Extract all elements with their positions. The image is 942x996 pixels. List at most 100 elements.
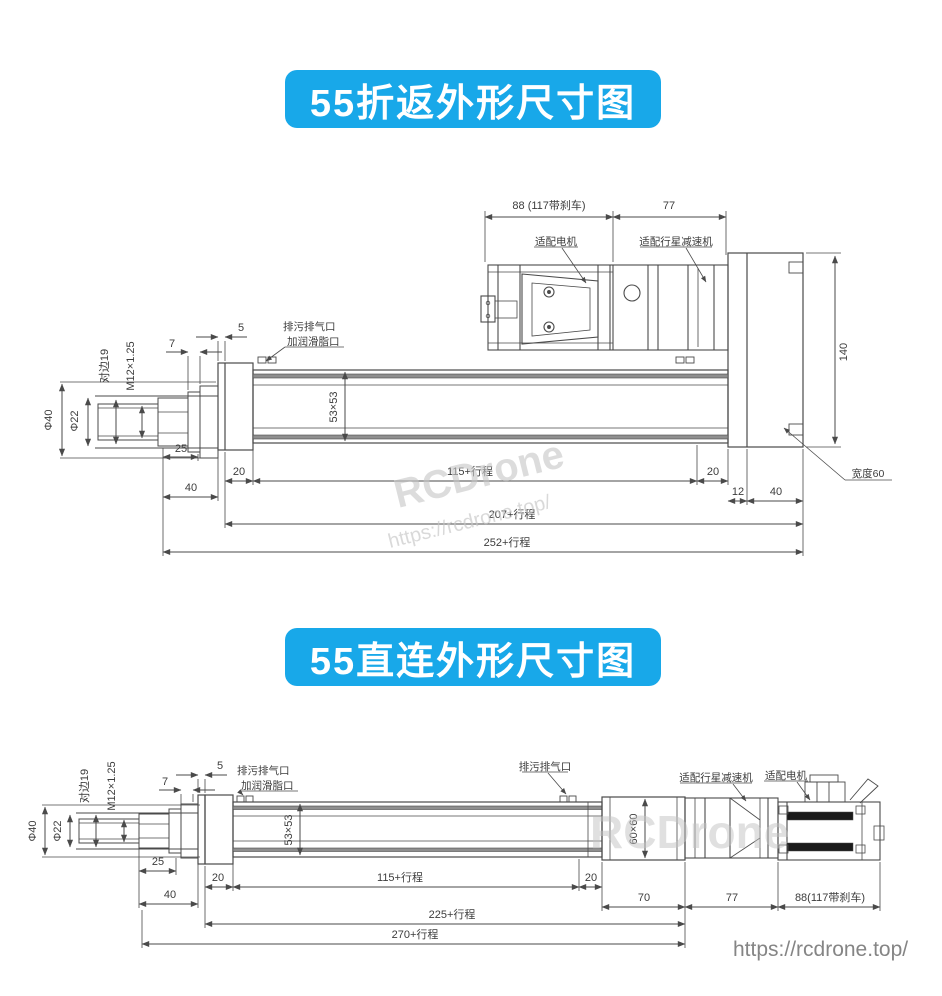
svg-text:宽度60: 宽度60 — [852, 467, 885, 480]
dc-dim-stroke: 115+行程 — [232, 859, 580, 891]
dc-dim-7: 7 — [159, 776, 215, 807]
dc-reducer — [684, 797, 779, 859]
dc-dim-mid-total: 225+行程 — [204, 908, 686, 928]
svg-text:适配电机: 适配电机 — [765, 769, 807, 782]
svg-text:Φ40: Φ40 — [43, 409, 55, 430]
svg-text:252+行程: 252+行程 — [484, 536, 531, 549]
dc-rod — [42, 803, 200, 859]
fb-dim-section: 53×53 — [328, 371, 349, 442]
dc-callout-reducer: 适配行星减速机 — [679, 771, 753, 802]
svg-text:53×53: 53×53 — [328, 392, 340, 423]
svg-text:RCDrone: RCDrone — [590, 806, 789, 858]
fb-dim-40-left: 40 — [162, 452, 219, 501]
watermark-direct: RCDrone — [590, 806, 789, 858]
svg-text:Φ22: Φ22 — [52, 820, 64, 841]
fb-callout-width60: 宽度60 — [783, 427, 892, 481]
svg-text:53×53: 53×53 — [283, 815, 295, 846]
dc-dim-70: 70 — [601, 862, 686, 928]
svg-text:7: 7 — [169, 338, 175, 350]
svg-text:7: 7 — [162, 776, 168, 788]
svg-text:适配电机: 适配电机 — [535, 235, 577, 248]
dc-dim-20-left: 20 — [204, 859, 234, 928]
svg-text:20: 20 — [707, 466, 719, 478]
svg-text:适配行星减速机: 适配行星减速机 — [639, 235, 713, 248]
fb-dim-stroke: 115+行程 — [252, 445, 698, 485]
fb-dim-12: 12 — [727, 449, 748, 505]
dc-dim-5: 5 — [176, 760, 227, 793]
svg-text:适配行星减速机: 适配行星减速机 — [679, 771, 753, 784]
dc-cylinder — [197, 794, 603, 865]
svg-text:207+行程: 207+行程 — [489, 508, 536, 521]
dc-dim-20-right: 20 — [578, 862, 603, 911]
dc-dim-40: 40 — [138, 864, 199, 908]
fb-rod — [60, 381, 219, 459]
svg-text:加润滑脂口: 加润滑脂口 — [241, 779, 294, 792]
dc-dim-77: 77 — [684, 862, 779, 911]
fb-dim-mid-total: 207+行程 — [224, 505, 804, 556]
svg-text:70: 70 — [638, 892, 650, 904]
dc-callout-ports: 排污排气口 加润滑脂口 — [237, 764, 298, 796]
fb-dim-5: 5 — [196, 322, 247, 361]
dc-dim-88: 88(117带刹车) — [777, 862, 881, 911]
svg-text:77: 77 — [726, 892, 738, 904]
svg-text:225+行程: 225+行程 — [429, 908, 476, 921]
dc-callout-motor: 适配电机 — [764, 769, 811, 801]
svg-text:加润滑脂口: 加润滑脂口 — [287, 335, 340, 348]
svg-text:12: 12 — [732, 486, 744, 498]
dc-callout-vent2: 排污排气口 — [519, 760, 572, 795]
svg-text:40: 40 — [164, 889, 176, 901]
fb-dim-height: 140 — [806, 252, 850, 448]
svg-text:排污排气口: 排污排气口 — [283, 320, 336, 333]
fb-callout-reducer: 适配行星减速机 — [639, 235, 713, 283]
fb-dim-20-left: 20 — [224, 445, 254, 528]
title-foldback-badge: 55折返外形尺寸图 — [285, 70, 661, 128]
svg-text:5: 5 — [238, 322, 244, 334]
svg-text:40: 40 — [770, 486, 782, 498]
fb-dim-77: 77 — [663, 200, 675, 212]
svg-text:排污排气口: 排污排气口 — [519, 760, 572, 773]
dc-dim-section: 53×53 — [283, 803, 304, 856]
dc-motor — [777, 774, 885, 861]
fb-grease-fitting-right — [675, 356, 695, 364]
dc-motor-connector — [804, 774, 879, 804]
svg-text:5: 5 — [217, 760, 223, 772]
title-direct-badge: 55直连外形尺寸图 — [285, 628, 661, 686]
direct-drawing-svg: 53×53 60×60 — [27, 760, 885, 948]
fb-dim-20-right: 20 — [696, 449, 729, 485]
svg-text:Φ22: Φ22 — [69, 410, 81, 431]
svg-text:40: 40 — [185, 482, 197, 494]
svg-text:Φ40: Φ40 — [27, 820, 39, 841]
fb-dim-motor-length: 88 (117带刹车) 77 — [484, 198, 727, 262]
svg-text:对边19: 对边19 — [77, 769, 91, 803]
fb-cylinder — [217, 356, 729, 451]
svg-text:20: 20 — [233, 466, 245, 478]
fb-callout-ports: 排污排气口 加润滑脂口 — [265, 320, 344, 362]
footer-url: https://rcdrone.top/ — [733, 938, 909, 961]
watermark-foldback: RCDrone https://rcdrone.top/ — [386, 432, 568, 553]
dc-grease-fitting-mid — [559, 795, 577, 803]
title-foldback-text: 55折返外形尺寸图 — [309, 82, 637, 125]
svg-text:20: 20 — [585, 872, 597, 884]
svg-text:对边19: 对边19 — [97, 349, 111, 383]
fb-dim-25: 25 — [162, 443, 199, 461]
fb-end-plate — [727, 252, 804, 448]
fb-dim-40-right: 40 — [746, 449, 804, 505]
fb-dim-rod-diameters: Φ40 Φ22 对边19 M12×1.25 — [43, 341, 146, 457]
dc-dim-overall: 270+行程 — [141, 910, 686, 948]
fb-dim-overall: 252+行程 — [162, 501, 804, 556]
svg-text:25: 25 — [152, 856, 164, 868]
svg-text:排污排气口: 排污排气口 — [237, 764, 290, 777]
svg-text:115+行程: 115+行程 — [377, 871, 423, 884]
svg-text:M12×1.25: M12×1.25 — [106, 761, 118, 810]
foldback-drawing-svg: 88 (117带刹车) 77 适配电机 适配行星减速机 — [43, 198, 892, 556]
svg-text:115+行程: 115+行程 — [447, 465, 493, 478]
svg-text:M12×1.25: M12×1.25 — [125, 341, 137, 390]
svg-text:270+行程: 270+行程 — [392, 928, 439, 941]
fb-motor-assembly — [480, 264, 729, 351]
svg-text:20: 20 — [212, 872, 224, 884]
dc-dim-25: 25 — [138, 848, 177, 875]
svg-text:88(117带刹车): 88(117带刹车) — [795, 890, 865, 904]
dc-dim-rod-diameters: Φ40 Φ22 对边19 M12×1.25 — [27, 761, 128, 856]
dc-grease-fitting-left — [236, 795, 254, 803]
